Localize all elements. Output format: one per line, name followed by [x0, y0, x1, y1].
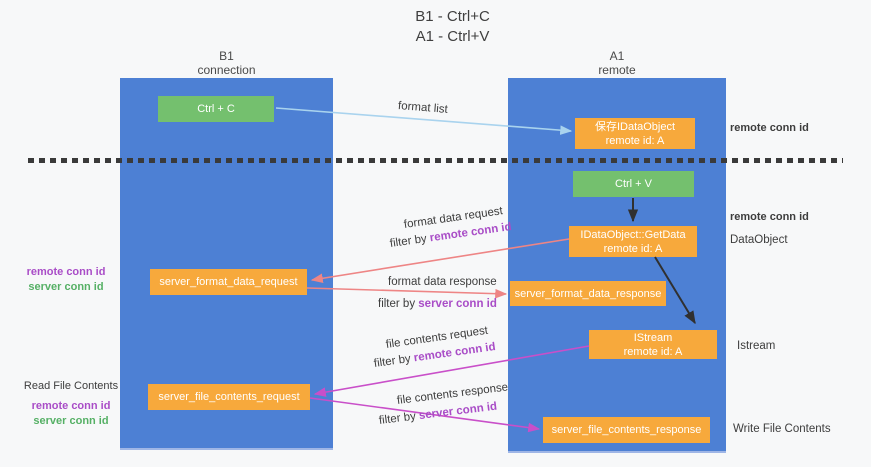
- box-server-format-data-response: server_format_data_response: [510, 281, 666, 306]
- label-dataobject: DataObject: [730, 234, 788, 246]
- arrow-format-data-response: [306, 287, 508, 299]
- label-format-data-response: format data response: [388, 276, 497, 288]
- title-line-1: B1 - Ctrl+C: [415, 8, 490, 25]
- label-server-conn-id-left-bottom: server conn id: [33, 415, 109, 427]
- ctrl-c-label: Ctrl + C: [197, 103, 235, 115]
- ctrl-v-label: Ctrl + V: [615, 178, 652, 190]
- box-ctrl-c: Ctrl + C: [158, 96, 274, 122]
- filter-by-text: filter by: [378, 298, 416, 310]
- filter-by-text: filter by: [373, 352, 412, 370]
- box-server-format-data-request: server_format_data_request: [150, 269, 307, 295]
- box-server-file-contents-response: server_file_contents_response: [543, 417, 710, 443]
- getdata-line2: remote id: A: [603, 242, 663, 255]
- lane-a1-subtitle: remote: [598, 63, 636, 77]
- lane-b1-subtitle: connection: [197, 63, 256, 77]
- lane-header-b1: B1 connection: [120, 49, 333, 77]
- diagram-title: B1 - Ctrl+C A1 - Ctrl+V: [330, 7, 575, 47]
- label-remote-conn-id-top: remote conn id: [730, 122, 809, 134]
- getdata-line1: IDataObject::GetData: [580, 228, 686, 241]
- box-server-file-contents-request: server_file_contents_request: [148, 384, 310, 410]
- box-save-idataobject: 保存IDataObject remote id: A: [575, 118, 695, 149]
- server-file-contents-request-label: server_file_contents_request: [158, 391, 300, 403]
- save-idataobject-line2: remote id: A: [605, 134, 665, 147]
- label-server-conn-id-left-mid: server conn id: [28, 281, 104, 293]
- lane-header-a1: A1 remote: [508, 49, 726, 77]
- phase-separator-dashed-line: [28, 158, 843, 163]
- label-istream: Istream: [737, 340, 776, 352]
- box-istream: IStream remote id: A: [589, 330, 717, 359]
- lane-b1-title: B1: [219, 49, 234, 63]
- label-format-list: format list: [397, 100, 449, 116]
- server-file-contents-response-label: server_file_contents_response: [551, 424, 702, 436]
- label-remote-conn-id-left-mid: remote conn id: [26, 266, 106, 278]
- label-remote-conn-id-left-bottom: remote conn id: [31, 400, 111, 412]
- label-remote-conn-id-mid: remote conn id: [730, 211, 809, 223]
- filter-by-text: filter by: [389, 232, 428, 250]
- save-idataobject-line1: 保存IDataObject: [594, 120, 676, 133]
- label-read-file-contents: Read File Contents: [23, 380, 119, 392]
- box-ctrl-v: Ctrl + V: [573, 171, 694, 197]
- filter-server-conn-id: server conn id: [418, 400, 498, 423]
- left-mid-conn-ids: remote conn id server conn id: [20, 265, 112, 295]
- istream-line2: remote id: A: [623, 345, 683, 358]
- label-filter-server-2: filter by server conn id: [378, 401, 497, 427]
- label-write-file-contents: Write File Contents: [733, 423, 831, 435]
- istream-line1: IStream: [633, 331, 673, 344]
- lane-a1-title: A1: [609, 49, 625, 63]
- label-filter-server-1: filter by server conn id: [378, 298, 497, 310]
- title-line-2: A1 - Ctrl+V: [415, 28, 490, 45]
- filter-by-text: filter by: [378, 410, 417, 427]
- box-idataobject-getdata: IDataObject::GetData remote id: A: [569, 226, 697, 257]
- left-bottom-conn-ids: remote conn id server conn id: [22, 399, 120, 429]
- filter-server-conn-id: server conn id: [418, 298, 497, 310]
- server-format-data-request-label: server_format_data_request: [159, 276, 298, 288]
- server-format-data-response-label: server_format_data_response: [514, 287, 662, 300]
